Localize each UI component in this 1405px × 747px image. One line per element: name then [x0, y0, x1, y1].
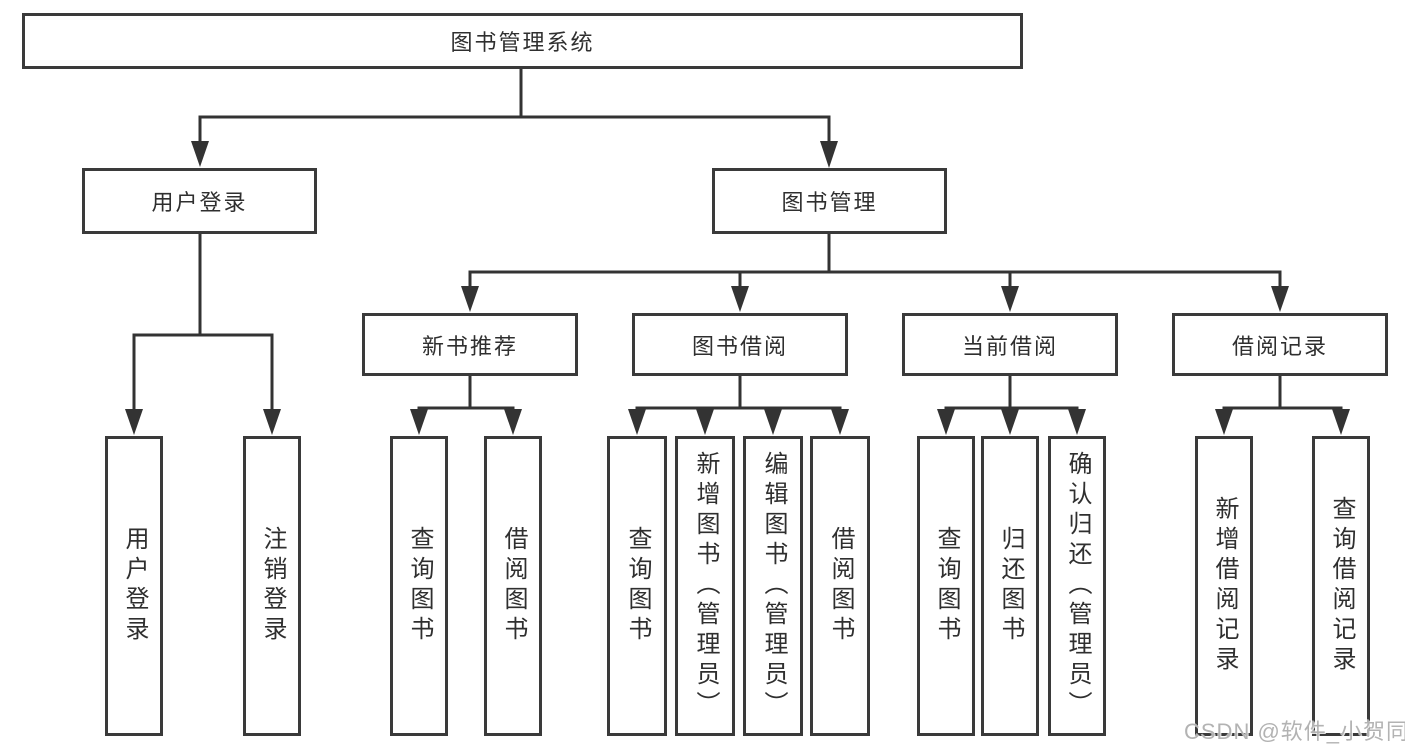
leaf-add-borrow-record: 新增借阅记录 — [1195, 436, 1253, 736]
leaf-query-books-borrow: 查询图书 — [607, 436, 667, 736]
leaf-edit-books-admin: 编辑图书（管理员） — [743, 436, 803, 736]
leaf-add-books-admin: 新增图书（管理员） — [675, 436, 735, 736]
leaf-query-books-recommend: 查询图书 — [390, 436, 448, 736]
node-new-book-recommend-label: 新书推荐 — [421, 333, 518, 359]
leaf-confirm-return-admin: 确认归还（管理员） — [1048, 436, 1106, 736]
node-root-system: 图书管理系统 — [22, 13, 1023, 69]
leaf-query-borrow-record: 查询借阅记录 — [1312, 436, 1370, 736]
leaf-return-books: 归还图书 — [981, 436, 1039, 736]
node-book-management: 图书管理 — [712, 168, 947, 234]
node-book-borrow-label: 图书借阅 — [691, 333, 788, 359]
node-root-label: 图书管理系统 — [450, 30, 595, 55]
leaf-borrow-books-recommend: 借阅图书 — [484, 436, 542, 736]
node-book-borrow: 图书借阅 — [632, 313, 848, 376]
leaf-user-login: 用户登录 — [105, 436, 163, 736]
leaf-logout-login: 注销登录 — [243, 436, 301, 736]
node-book-management-label: 图书管理 — [781, 190, 878, 215]
node-user-login-label: 用户登录 — [151, 190, 248, 215]
csdn-watermark: CSDN @软件_小贺同学 — [1184, 719, 1405, 744]
node-borrow-records: 借阅记录 — [1172, 313, 1388, 376]
node-current-borrow-label: 当前借阅 — [961, 333, 1058, 359]
leaf-query-books-current: 查询图书 — [917, 436, 975, 736]
node-borrow-records-label: 借阅记录 — [1231, 333, 1328, 359]
leaf-borrow-books-borrow: 借阅图书 — [810, 436, 870, 736]
node-new-book-recommend: 新书推荐 — [362, 313, 578, 376]
node-user-login: 用户登录 — [82, 168, 317, 234]
node-current-borrow: 当前借阅 — [902, 313, 1118, 376]
